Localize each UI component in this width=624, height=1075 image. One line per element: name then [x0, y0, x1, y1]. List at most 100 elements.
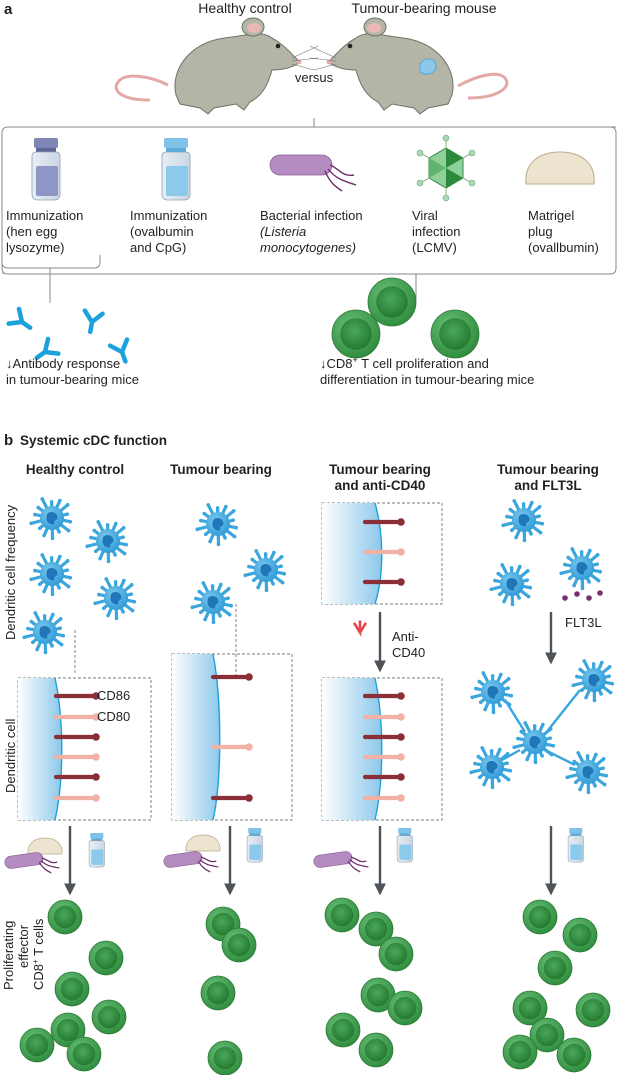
svg-text:lysozyme): lysozyme): [6, 240, 65, 255]
panel-b-title: Systemic cDC function: [20, 433, 167, 448]
cd80-receptor-icon: [53, 713, 100, 721]
panel-b-label: b: [4, 432, 13, 449]
cd86-receptor-icon: [210, 794, 253, 802]
svg-text:(ovallbumin): (ovallbumin): [528, 240, 599, 255]
t-cell-icon: [430, 309, 480, 359]
row-label-proliferating-line1: Proliferating: [1, 921, 16, 990]
antibody-subbracket: [1, 255, 101, 269]
dendritic-cell-icon: [29, 553, 73, 597]
dendritic-cell-icon: [195, 503, 239, 547]
t-cell-icon: [200, 975, 236, 1011]
flt3l-label: FLT3L: [565, 615, 602, 630]
vial-icon: [246, 828, 263, 863]
vial-icon: [396, 828, 413, 863]
row-label-activation-line1: Dendritic cell: [3, 718, 18, 793]
bacterium-icon: [313, 851, 369, 873]
t-cell-icon: [387, 990, 423, 1026]
svg-text:infection: infection: [412, 224, 460, 239]
mouse-right-label: Tumour-bearing mouse: [352, 0, 497, 16]
dendritic-cell-icon: [29, 497, 73, 541]
matrigel-plug-icon: [185, 834, 221, 852]
svg-text:monocytogenes): monocytogenes): [260, 240, 356, 255]
t-cell-icon: [562, 917, 598, 953]
t-cell-icon: [47, 899, 83, 935]
activation-box-tumour: [171, 653, 293, 821]
dendritic-cell-icon: [190, 581, 234, 625]
cd80-receptor-icon: [362, 794, 405, 802]
cd80-receptor-icon: [53, 794, 100, 802]
outcome-antibody-line1: ↓Antibody response: [6, 356, 120, 371]
svg-text:(ovalbumin: (ovalbumin: [130, 224, 194, 239]
bacterium-icon: [269, 154, 357, 192]
t-cell-icon: [324, 897, 360, 933]
healthy-mouse-icon: [114, 17, 319, 115]
bacterium-icon: [4, 852, 60, 874]
cd86-receptor-icon: [53, 733, 100, 741]
t-cell-icon: [66, 1036, 102, 1072]
cd80-receptor-icon: [362, 753, 405, 761]
mini-challenge-icons: [4, 828, 584, 874]
challenge-label-bacterial-infection: Bacterial infection (Listeria monocytoge…: [260, 208, 363, 255]
t-cell-icon: [360, 977, 396, 1013]
flt3l-ligand-icon: [562, 590, 603, 601]
cd86-receptor-icon: [53, 773, 100, 781]
t-cell-icon: [88, 940, 124, 976]
matrigel-plug-icon: [525, 151, 595, 185]
cd80-receptor-icon: [210, 743, 253, 751]
anti-cd40-antibody-icon: [352, 620, 368, 638]
dendritic-cell-group: [22, 497, 615, 795]
t-cell-icon: [575, 992, 611, 1028]
challenge-label-viral-infection: Viral infection (LCMV): [412, 208, 460, 255]
vial-icon: [31, 138, 61, 201]
challenge-label-immunization-ova: Immunization (ovalbumin and CpG): [130, 208, 207, 255]
virus-icon: [416, 134, 476, 202]
t-cell-icon: [522, 899, 558, 935]
svg-text:Immunization: Immunization: [6, 208, 83, 223]
cd80-receptor-icon: [362, 548, 405, 556]
t-cell-icon: [512, 990, 548, 1026]
cd86-receptor-icon: [362, 578, 405, 586]
svg-text:(Listeria: (Listeria: [260, 224, 306, 239]
t-cell-icon: [91, 999, 127, 1035]
cd86-receptor-icon: [210, 673, 253, 681]
vial-icon: [567, 828, 584, 863]
dendritic-cell-icon: [565, 751, 609, 795]
cd86-receptor-icon: [362, 692, 405, 700]
row-label-proliferating-line2: effector: [16, 924, 31, 968]
dendritic-cell-icon: [22, 611, 66, 655]
activation-box-anti-cd40-top: [321, 502, 443, 605]
t-cell-icon: [19, 1027, 55, 1063]
dendritic-cell-icon: [489, 563, 533, 607]
cd80-receptor-icon: [362, 713, 405, 721]
challenge-label-immunization-hel: Immunization (hen egg lysozyme): [6, 208, 83, 255]
svg-text:and CpG): and CpG): [130, 240, 186, 255]
t-cell-icon: [221, 927, 257, 963]
cd86-receptor-icon: [362, 518, 405, 526]
t-cell-icon: [54, 971, 90, 1007]
dendritic-cell-icon: [93, 577, 137, 621]
outcome-tcell-line2: differentiation in tumour-bearing mice: [320, 372, 534, 387]
activation-box-healthy: [17, 677, 152, 821]
vial-icon: [161, 138, 191, 201]
column-header-flt3l: Tumour bearing: [497, 462, 599, 477]
svg-text:Immunization: Immunization: [130, 208, 207, 223]
antibody-icon: [82, 308, 105, 335]
anti-cd40-label-line1: Anti-: [392, 629, 419, 644]
t-cell-icon: [378, 936, 414, 972]
challenge-label-matrigel-plug: Matrigel plug (ovallbumin): [528, 208, 599, 255]
svg-text:(hen egg: (hen egg: [6, 224, 57, 239]
t-cell-icon: [537, 950, 573, 986]
svg-text:plug: plug: [528, 224, 553, 239]
anti-cd40-label-line2: CD40: [392, 645, 425, 660]
row-label-frequency: Dendritic cell frequency: [3, 504, 18, 640]
matrigel-plug-icon: [27, 837, 63, 855]
column-header-flt3l-line2: and FLT3L: [514, 478, 581, 493]
cd80-receptor-icon: [53, 753, 100, 761]
outcome-t-cell-group: [331, 277, 480, 359]
dendritic-cell-icon: [469, 746, 513, 790]
versus-label: versus: [295, 70, 334, 85]
activation-box-anti-cd40: [321, 677, 443, 821]
t-cell-icon: [529, 1017, 565, 1053]
dendritic-cell-icon: [470, 671, 514, 715]
svg-text:(LCMV): (LCMV): [412, 240, 457, 255]
